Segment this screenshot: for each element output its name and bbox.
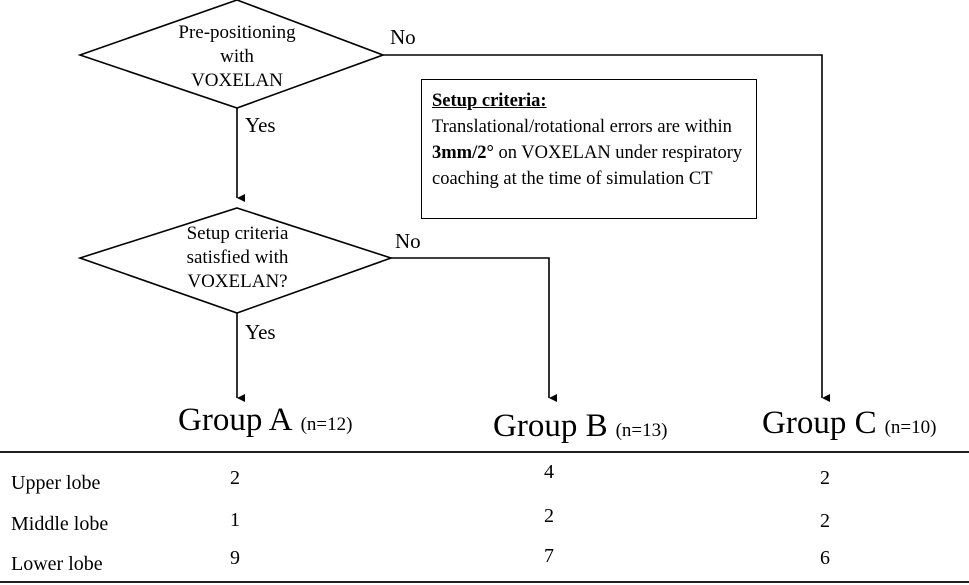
decision-2-line: satisfied with <box>186 247 289 268</box>
table-cell: 4 <box>544 461 554 483</box>
criteria-text-part: on VOXELAN under respiratory coaching at… <box>432 143 743 189</box>
group-b-heading: Group B (n=13) <box>493 408 667 445</box>
decision-1-no-label: No <box>390 25 416 49</box>
table-cell: 2 <box>820 510 830 532</box>
row-label-middle-lobe: Middle lobe <box>11 513 109 535</box>
decision-1-line: VOXELAN <box>191 70 283 91</box>
group-name: Group C <box>762 405 877 441</box>
table-cell: 1 <box>230 509 240 531</box>
decision-2-no-label: No <box>395 229 421 253</box>
decision-2-line: Setup criteria <box>186 223 289 244</box>
decision-2-line: VOXELAN? <box>187 271 288 292</box>
decision-1-line: with <box>220 46 254 67</box>
no-arrow-1 <box>383 54 830 402</box>
group-name: Group A <box>178 402 293 438</box>
decision-1-text: Pre-positioning with VOXELAN <box>157 21 317 93</box>
group-count: (n=10) <box>884 417 937 438</box>
group-a-heading: Group A (n=12) <box>178 402 352 439</box>
decision-1-line: Pre-positioning <box>178 22 296 43</box>
setup-criteria-text: Translational/rotational errors are with… <box>432 114 746 192</box>
table-cell: 2 <box>820 467 830 489</box>
setup-criteria-title: Setup criteria: <box>432 91 547 111</box>
decision-2-text: Setup criteria satisfied with VOXELAN? <box>150 222 325 294</box>
no-arrow-2 <box>391 257 557 402</box>
table-cell: 2 <box>230 467 240 489</box>
table-cell: 6 <box>820 547 830 569</box>
table-cell: 7 <box>544 545 554 567</box>
criteria-threshold: 3mm/2° <box>432 143 494 163</box>
criteria-text-part: Translational/rotational errors are with… <box>432 117 732 137</box>
row-label-upper-lobe: Upper lobe <box>11 472 101 494</box>
decision-1-yes-label: Yes <box>245 113 276 137</box>
group-name: Group B <box>493 408 608 444</box>
row-label-lower-lobe: Lower lobe <box>11 553 103 575</box>
table-cell: 2 <box>544 505 554 527</box>
decision-2-yes-label: Yes <box>245 320 276 344</box>
group-count: (n=13) <box>615 420 668 441</box>
setup-criteria-box: Setup criteria: Translational/rotational… <box>421 79 757 219</box>
table-cell: 9 <box>230 547 240 569</box>
group-c-heading: Group C (n=10) <box>762 405 936 442</box>
group-count: (n=12) <box>300 414 353 435</box>
